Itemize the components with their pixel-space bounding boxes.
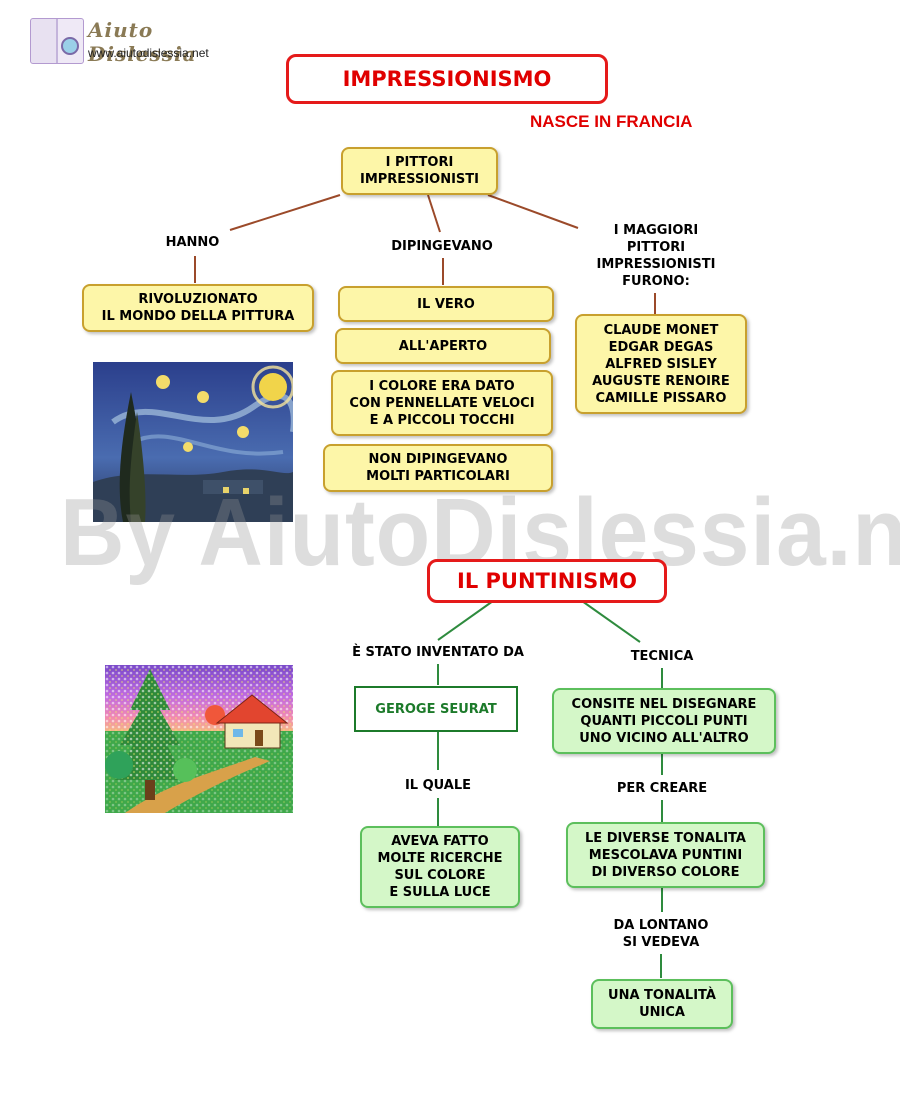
node-particolari: NON DIPINGEVANO MOLTI PARTICOLARI: [323, 444, 553, 492]
puntinismo-connectors: [437, 600, 663, 978]
node-pittori-list: CLAUDE MONET EDGAR DEGAS ALFRED SISLEY A…: [575, 314, 747, 414]
site-logo[interactable]: Aiuto Dislessia www.aiutodislessia.net: [30, 18, 240, 66]
node-result: UNA TONALITÀ UNICA: [591, 979, 733, 1029]
node-rivoluzionato: RIVOLUZIONATO IL MONDO DELLA PITTURA: [82, 284, 314, 332]
node-all-aperto: ALL'APERTO: [335, 328, 551, 364]
label-per-creare: PER CREARE: [616, 781, 708, 796]
node-research: AVEVA FATTO MOLTE RICERCHE SUL COLORE E …: [360, 826, 520, 908]
node-il-vero: IL VERO: [338, 286, 554, 322]
connector-title-tecnica: [581, 600, 641, 643]
label-il-quale: IL QUALE: [404, 778, 472, 793]
logo-name: Aiuto Dislessia: [88, 18, 197, 66]
label-hanno: HANNO: [165, 235, 220, 250]
label-maggiori: I MAGGIORI PITTORI IMPRESSIONISTI FURONO…: [596, 223, 716, 289]
pointillism-painting: [105, 665, 293, 813]
label-dipingevano: DIPINGEVANO: [391, 239, 493, 254]
node-inventor: GEROGE SEURAT: [354, 686, 518, 732]
label-inventato: È STATO INVENTATO DA: [352, 645, 524, 660]
starry-night-painting: [93, 362, 293, 522]
puntinismo-title: IL PUNTINISMO: [427, 559, 667, 603]
connector-root-maggiori: [487, 194, 579, 229]
impressionismo-title: IMPRESSIONISMO: [286, 54, 608, 104]
label-tecnica: TECNICA: [630, 649, 694, 664]
impressionismo-connectors: [194, 194, 656, 314]
node-tonalities: LE DIVERSE TONALITA MESCOLAVA PUNTINI DI…: [566, 822, 765, 888]
label-da-lontano: DA LONTANO SI VEDEVA: [613, 918, 709, 950]
origin-label: NASCE IN FRANCIA: [530, 112, 693, 131]
logo-url[interactable]: www.aiutodislessia.net: [88, 46, 209, 60]
node-pennellate: I COLORE ERA DATO CON PENNELLATE VELOCI …: [331, 370, 553, 436]
book-icon: [30, 18, 84, 64]
connector-root-hanno: [229, 194, 341, 231]
node-technique: CONSITE NEL DISEGNARE QUANTI PICCOLI PUN…: [552, 688, 776, 754]
root-node: I PITTORI IMPRESSIONISTI: [341, 147, 498, 195]
connector-root-dipingevano: [427, 194, 441, 233]
connector-title-inventor: [437, 600, 494, 641]
